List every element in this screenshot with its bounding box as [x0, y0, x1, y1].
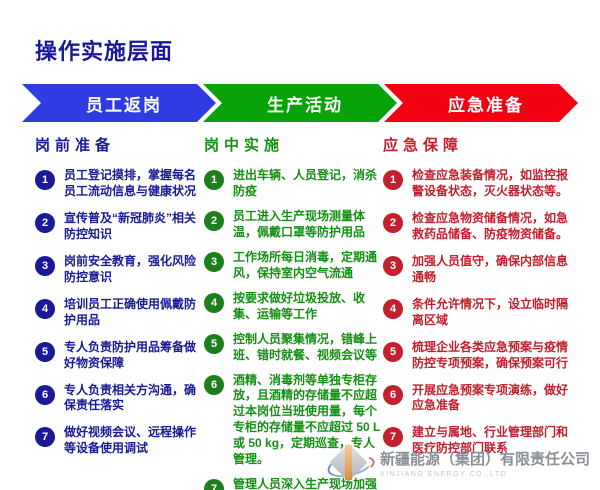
company-name: 新疆能源（集团）有限责任公司	[379, 451, 590, 468]
list-item: 7 管理人员深入生产现场加强安全监督	[204, 477, 382, 490]
item-text: 酒精、消毒剂等单独专柜存放，且酒精的存储量不应超过本岗位当班使用量，每个专柜的存…	[233, 372, 381, 467]
list-item: 7 建立与属地、行业管理部门和医疗防控部门联系	[383, 425, 575, 457]
flow-arrow-emergency: 应急准备	[384, 84, 578, 122]
flow-arrow-return-to-work: 员工返岗	[22, 84, 216, 122]
item-text: 管理人员深入生产现场加强安全监督	[233, 477, 378, 490]
column-header: 应急保障	[383, 137, 464, 154]
item-text: 专人负责防护用品筹备做好物资保障	[64, 339, 197, 370]
item-number-badge: 1	[383, 170, 403, 190]
list-item: 3 工作场所每日消毒，定期通风，保持室内空气流通	[204, 250, 382, 282]
item-number-badge: 1	[204, 170, 224, 190]
item-number-badge: 2	[383, 212, 403, 233]
item-number-badge: 6	[35, 384, 55, 405]
column-on-shift: 岗中实施 1 进出车辆、人员登记，消杀防疫 2 员工进入生产现场测量体温，佩戴口…	[204, 134, 382, 490]
item-text: 岗前安全教育，强化风险防控意识	[64, 253, 197, 284]
footer: 新疆能源（集团）有限责任公司 XINJIANG ENERGY CO.,LTD	[325, 440, 590, 486]
item-number-badge: 5	[204, 333, 224, 354]
item-number-badge: 4	[383, 298, 403, 319]
item-number-badge: 4	[204, 292, 224, 313]
item-number-badge: 2	[204, 210, 224, 231]
item-number-badge: 2	[35, 212, 55, 233]
logo-pillar-icon	[344, 445, 352, 480]
item-text: 宣传普及“新冠肺炎”相关防控知识	[64, 210, 197, 241]
item-text: 条件允许情况下，设立临时隔离区域	[412, 296, 569, 327]
item-number-badge: 5	[383, 341, 403, 362]
list-item: 5 控制人员聚集情况，错峰上班、错时就餐、视频会议等	[204, 332, 382, 364]
company-logo-icon	[325, 440, 377, 486]
item-number-badge: 3	[383, 255, 403, 276]
item-text: 建立与属地、行业管理部门和医疗防控部门联系	[412, 425, 569, 456]
list-item: 2 检查应急物资储备情况，如急救药品储备、防疫物资储备。	[383, 211, 575, 243]
item-number-badge: 7	[35, 427, 55, 448]
column-pre-shift: 岗前准备 1 员工登记摸排，掌握每名员工流动信息与健康状况 2 宣传普及“新冠肺…	[35, 134, 199, 468]
column-header: 岗中实施	[204, 137, 285, 154]
column-emergency-support: 应急保障 1 检查应急装备情况，如监控报警设备状态，灭火器状态等。 2 检查应急…	[383, 134, 575, 468]
item-text: 员工进入生产现场测量体温，佩戴口罩等防护用品	[233, 208, 366, 239]
item-number-badge: 7	[383, 427, 403, 448]
list-item: 4 条件允许情况下，设立临时隔离区域	[383, 297, 575, 329]
list-item: 1 员工登记摸排，掌握每名员工流动信息与健康状况	[35, 168, 199, 200]
item-number-badge: 7	[204, 479, 224, 490]
list-item: 6 酒精、消毒剂等单独专柜存放，且酒精的存储量不应超过本岗位当班使用量，每个专柜…	[204, 373, 382, 469]
page-title: 操作实施层面	[35, 39, 174, 64]
item-number-badge: 3	[204, 251, 224, 272]
list-item: 4 培训员工正确使用佩戴防护用品	[35, 297, 199, 329]
list-item: 4 按要求做好垃圾投放、收集、运输等工作	[204, 291, 382, 323]
item-number-badge: 6	[204, 374, 224, 395]
list-item: 1 检查应急装备情况，如监控报警设备状态，灭火器状态等。	[383, 168, 575, 200]
column-header: 岗前准备	[35, 137, 116, 154]
list-item: 3 岗前安全教育，强化风险防控意识	[35, 254, 199, 286]
list-item: 6 开展应急预案专项演练，做好应急准备	[383, 383, 575, 415]
item-text: 控制人员聚集情况，错峰上班、错时就餐、视频会议等	[233, 331, 378, 362]
flow-arrow-label: 员工返岗	[86, 95, 162, 115]
item-number-badge: 1	[35, 170, 55, 190]
list-item: 2 员工进入生产现场测量体温，佩戴口罩等防护用品	[204, 209, 382, 241]
item-text: 按要求做好垃圾投放、收集、运输等工作	[233, 290, 366, 321]
footer-text: 新疆能源（集团）有限责任公司 XINJIANG ENERGY CO.,LTD	[380, 448, 590, 478]
list-item: 5 梳理企业各类应急预案与疫情防控专项预案，确保预案可行	[383, 340, 575, 372]
item-text: 员工登记摸排，掌握每名员工流动信息与健康状况	[64, 168, 197, 198]
item-text: 进出车辆、人员登记，消杀防疫	[233, 168, 378, 198]
list-item: 7 做好视频会议、远程操作等设备使用调试	[35, 425, 199, 457]
item-number-badge: 4	[35, 298, 55, 319]
flow-arrow-label: 生产活动	[267, 95, 343, 115]
item-number-badge: 6	[383, 384, 403, 405]
flow-arrow-production: 生产活动	[203, 84, 397, 122]
item-text: 加强人员值守，确保内部信息通畅	[412, 253, 569, 284]
list-item: 2 宣传普及“新冠肺炎”相关防控知识	[35, 211, 199, 243]
flow-arrow-label: 应急准备	[448, 95, 524, 115]
list-item: 1 进出车辆、人员登记，消杀防疫	[204, 168, 382, 200]
item-text: 培训员工正确使用佩戴防护用品	[64, 296, 197, 327]
item-text: 专人负责相关方沟通，确保责任落实	[64, 382, 197, 413]
list-item: 3 加强人员值守，确保内部信息通畅	[383, 254, 575, 286]
item-text: 工作场所每日消毒，定期通风，保持室内空气流通	[233, 249, 378, 280]
list-item: 6 专人负责相关方沟通，确保责任落实	[35, 383, 199, 415]
item-text: 开展应急预案专项演练，做好应急准备	[412, 382, 569, 413]
item-number-badge: 5	[35, 341, 55, 362]
item-text: 做好视频会议、远程操作等设备使用调试	[64, 425, 197, 456]
item-text: 检查应急装备情况，如监控报警设备状态，灭火器状态等。	[412, 168, 569, 198]
flow-arrow-band: 员工返岗 生产活动 应急准备	[22, 84, 578, 122]
company-name-en: XINJIANG ENERGY CO.,LTD	[379, 471, 508, 478]
list-item: 5 专人负责防护用品筹备做好物资保障	[35, 340, 199, 372]
item-text: 检查应急物资储备情况，如急救药品储备、防疫物资储备。	[412, 210, 569, 241]
item-text: 梳理企业各类应急预案与疫情防控专项预案，确保预案可行	[412, 339, 569, 370]
item-number-badge: 3	[35, 255, 55, 276]
